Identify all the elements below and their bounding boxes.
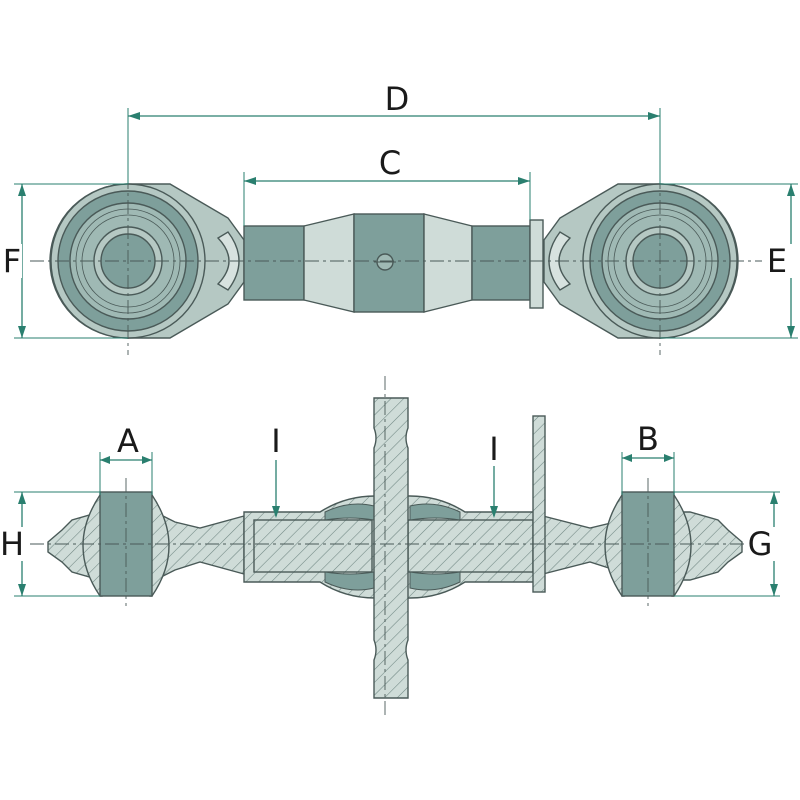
section-view: A B H G xyxy=(0,376,780,716)
dimension-g: G xyxy=(674,491,780,597)
label-e: E xyxy=(767,242,787,280)
label-c: C xyxy=(379,144,401,182)
lock-plate-section xyxy=(532,415,546,593)
label-a: A xyxy=(117,422,139,460)
label-g: G xyxy=(748,525,773,563)
top-view: D C F E xyxy=(0,80,798,355)
dimension-e: E xyxy=(660,183,798,339)
label-f: F xyxy=(3,242,21,280)
label-d: D xyxy=(385,80,410,118)
dimension-i-right: I xyxy=(489,430,499,518)
dimension-b: B xyxy=(621,420,675,495)
dimension-d: D xyxy=(127,80,661,184)
dimension-a: A xyxy=(99,422,153,495)
dimension-c: C xyxy=(243,144,531,226)
label-h: H xyxy=(0,525,24,563)
label-i-left: I xyxy=(271,422,280,460)
dimension-i-left: I xyxy=(271,422,281,518)
central-body-top xyxy=(243,213,544,313)
body-tube-section xyxy=(243,495,544,599)
dimension-h: H xyxy=(0,491,100,597)
label-b: B xyxy=(637,420,659,458)
handle-bar-section xyxy=(373,376,409,716)
label-i-right: I xyxy=(489,430,498,468)
dimension-f: F xyxy=(0,183,128,339)
